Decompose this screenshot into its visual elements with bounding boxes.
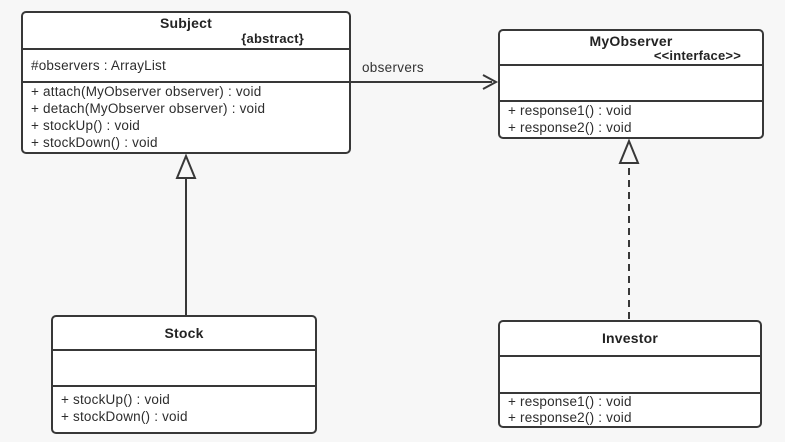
class-stereotype-interface: <<interface>>	[653, 48, 741, 63]
method-response1: + response1() : void	[508, 103, 632, 118]
method-detach: + detach(MyObserver observer) : void	[31, 101, 266, 116]
method-stockdown-stock: + stockDown() : void	[61, 409, 188, 424]
method-response1-investor: + response1() : void	[508, 394, 632, 409]
methods-compartment-subject: + attach(MyObserver observer) : void + d…	[23, 81, 349, 152]
methods-compartment-myobserver: + response1() : void + response2() : voi…	[500, 100, 762, 137]
attribute-observers: #observers : ArrayList	[31, 58, 166, 73]
class-header-stock: Stock	[53, 317, 315, 349]
open-arrowhead	[482, 74, 499, 90]
hollow-triangle-arrowhead-generalization	[175, 153, 197, 179]
association-label: observers	[362, 60, 424, 75]
methods-compartment-stock: + stockUp() : void + stockDown() : void	[53, 385, 315, 432]
class-box-investor: Investor + response1() : void + response…	[498, 320, 762, 428]
class-stereotype-abstract: {abstract}	[241, 31, 304, 46]
method-response2-investor: + response2() : void	[508, 410, 632, 425]
class-header-investor: Investor	[500, 322, 760, 355]
attributes-compartment-investor	[500, 355, 760, 392]
method-stockup: + stockUp() : void	[31, 118, 141, 133]
method-stockdown: + stockDown() : void	[31, 135, 158, 150]
class-box-subject: Subject {abstract} #observers : ArrayLis…	[21, 11, 351, 154]
class-name-subject: Subject	[160, 15, 212, 31]
method-stockup-stock: + stockUp() : void	[61, 392, 171, 407]
class-name-myobserver: MyObserver	[589, 33, 673, 49]
hollow-triangle-arrowhead-realization	[618, 138, 640, 164]
class-name-stock: Stock	[164, 324, 204, 341]
class-name-investor: Investor	[601, 330, 659, 346]
class-box-stock: Stock + stockUp() : void + stockDown() :…	[51, 315, 317, 434]
class-box-myobserver: MyObserver <<interface>> + response1() :…	[498, 29, 764, 139]
method-response2: + response2() : void	[508, 120, 632, 135]
attributes-compartment-stock	[53, 349, 315, 385]
methods-compartment-investor: + response1() : void + response2() : voi…	[500, 392, 760, 426]
class-header-myobserver: MyObserver <<interface>>	[500, 31, 762, 64]
attributes-compartment-myobserver	[500, 64, 762, 100]
class-header-subject: Subject {abstract}	[23, 13, 349, 48]
method-attach: + attach(MyObserver observer) : void	[31, 84, 262, 99]
attributes-compartment-subject: #observers : ArrayList	[23, 48, 349, 81]
